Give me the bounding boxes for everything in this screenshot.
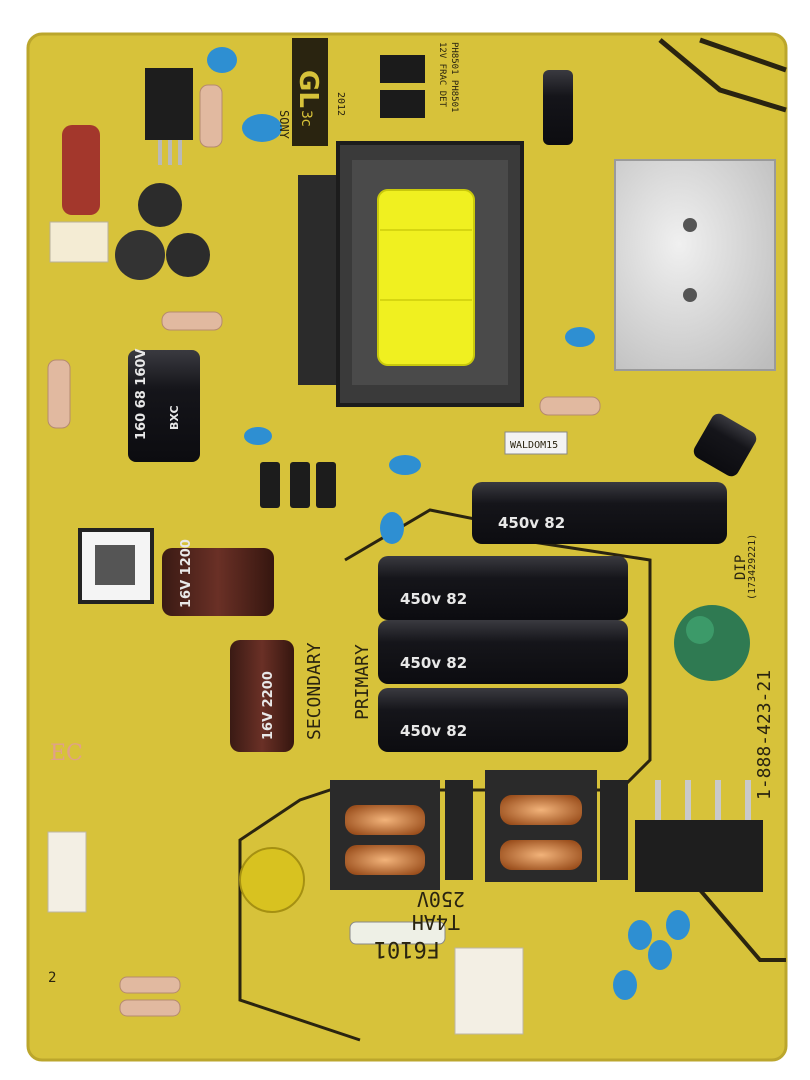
chip-line1: 12V FRAC DET xyxy=(437,42,447,108)
transformer xyxy=(298,141,524,407)
capacitor-hv-3: 450v 82 xyxy=(378,620,628,684)
capacitor-hv-1: 450v 82 xyxy=(472,482,727,544)
resistors xyxy=(47,84,601,1017)
inductor xyxy=(166,233,210,277)
fuse-ref: F6101 xyxy=(374,936,440,961)
choke-2 xyxy=(485,770,597,882)
heatsink xyxy=(614,159,776,371)
ec-mark: EC xyxy=(50,741,83,766)
cap-hv-4-label: 450v 82 xyxy=(400,722,467,740)
serial-number: (173429221) xyxy=(747,534,758,600)
ac-connector xyxy=(454,947,524,1035)
capacitor-hv-4: 450v 82 xyxy=(378,688,628,752)
choke-1 xyxy=(330,780,440,890)
optocoupler xyxy=(380,90,425,118)
secondary-label: SECONDARY xyxy=(304,642,325,740)
primary-label: PRIMARY xyxy=(352,644,373,720)
cap-brown-2-label: 16V 2200 xyxy=(261,671,276,740)
fuse-rating: T4AH xyxy=(412,910,460,934)
capacitor-brown-1: 16V 1200 xyxy=(162,539,274,616)
inductor xyxy=(115,230,165,280)
optocoupler xyxy=(380,55,425,83)
chip-line2: PH8501 PH8501 xyxy=(449,42,459,112)
fuse-voltage: 250V xyxy=(417,887,465,911)
cap-small-left-label: 160 68 160V xyxy=(134,349,149,440)
model-suffix: 3c xyxy=(298,110,314,127)
output-connector xyxy=(47,831,87,913)
cap-small-left-sub: BXC xyxy=(168,405,181,430)
regulator-ic xyxy=(145,68,193,140)
capacitor-small-left: 160 68 160V BXC xyxy=(128,349,200,462)
bridge-rectifier xyxy=(635,820,763,892)
inductor xyxy=(138,183,182,227)
capacitor-hv-2: 450v 82 xyxy=(378,556,628,620)
capacitor-brown-2: 16V 2200 xyxy=(230,640,294,752)
fuse xyxy=(349,921,446,945)
cap-hv-1-label: 450v 82 xyxy=(498,514,565,532)
blue-ceramic-capacitors xyxy=(207,47,690,1000)
corner-number: 2 xyxy=(48,970,56,986)
cap-hv-3-label: 450v 82 xyxy=(400,654,467,672)
thermistor xyxy=(674,605,750,681)
film-capacitor xyxy=(62,125,100,215)
part-number: 1-888-423-21 xyxy=(754,670,775,800)
year-label: 2012 xyxy=(335,92,346,116)
cap-brown-1-label: 16V 1200 xyxy=(179,539,194,608)
connector xyxy=(49,221,109,263)
dip-label: DIP xyxy=(733,555,749,580)
capacitor-small-top xyxy=(543,70,573,145)
cap-hv-2-label: 450v 82 xyxy=(400,590,467,608)
capacitor-small-right xyxy=(693,413,757,477)
diodes xyxy=(260,462,336,508)
label-sticker: WALDOM15 xyxy=(510,440,558,451)
x-capacitor xyxy=(445,780,473,880)
brand-label: SONY xyxy=(277,110,291,140)
model-mark: GL xyxy=(293,70,323,108)
x-capacitor xyxy=(600,780,628,880)
isolation-line xyxy=(238,508,652,1042)
transformer-core xyxy=(377,189,475,366)
disc-capacitor xyxy=(239,847,305,913)
